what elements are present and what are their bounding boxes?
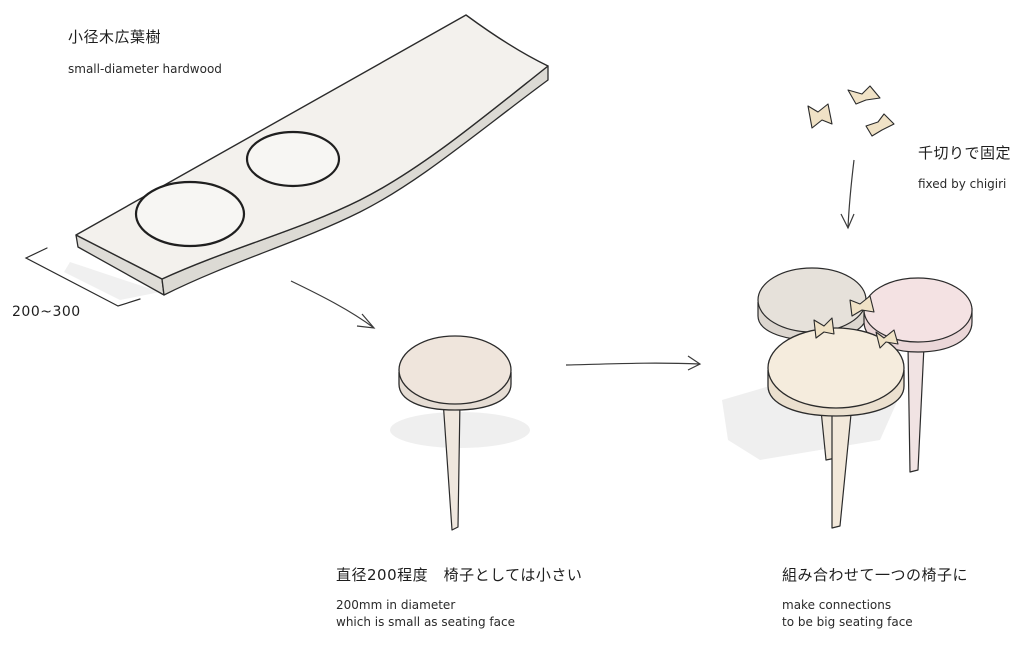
width-dimension-label: 200~300: [12, 304, 81, 320]
single-stool-caption-en-1: 200mm in diameter: [336, 598, 456, 612]
combined-seat-right-top: [863, 277, 973, 343]
single-stool-caption-en-2: which is small as seating face: [336, 615, 515, 629]
chigiri-label-en: fixed by chigiri: [918, 177, 1007, 191]
board-title-en: small-diameter hardwood: [68, 62, 222, 76]
chigiri-joint-1: [849, 295, 875, 317]
hardwood-board: [64, 14, 549, 300]
width-dimension-line: [24, 247, 141, 307]
chigiri-joint-2: [813, 317, 835, 339]
board-title-jp: 小径木広葉樹: [68, 28, 162, 46]
board-cut-circle-2: [245, 130, 341, 188]
arrow-stool-to-cluster: [565, 362, 701, 366]
arrow-board-to-stool: [290, 280, 375, 329]
chigiri-pieces: [807, 85, 895, 137]
arrow-board-to-stool-head: [356, 313, 376, 329]
chigiri-joint-3: [875, 329, 899, 349]
single-stool-caption-jp: 直径200程度 椅子としては小さい: [336, 566, 583, 584]
combined-stool-leg-front: [831, 403, 853, 529]
board-cut-circle-1: [134, 180, 246, 248]
arrow-chigiri-down: [847, 159, 855, 229]
chigiri-label-jp: 千切りで固定: [918, 144, 1012, 162]
combined-seat-front-top: [767, 327, 905, 409]
arrow-stool-to-cluster-head: [687, 355, 702, 371]
combined-stool-caption-jp: 組み合わせて一つの椅子に: [782, 566, 969, 584]
single-stool-seat-top: [398, 335, 512, 405]
combined-stool: [722, 267, 973, 529]
combined-stool-leg-right: [907, 345, 925, 473]
board-shadow: [64, 262, 160, 300]
chigiri-piece-2: [847, 85, 881, 105]
chigiri-piece-1: [807, 103, 833, 129]
single-stool: [390, 335, 530, 531]
chigiri-piece-3: [865, 113, 895, 137]
arrow-chigiri-down-head: [840, 213, 855, 230]
single-stool-leg: [442, 399, 461, 531]
combined-stool-caption-en-1: make connections: [782, 598, 892, 612]
combined-stool-caption-en-2: to be big seating face: [782, 615, 913, 629]
